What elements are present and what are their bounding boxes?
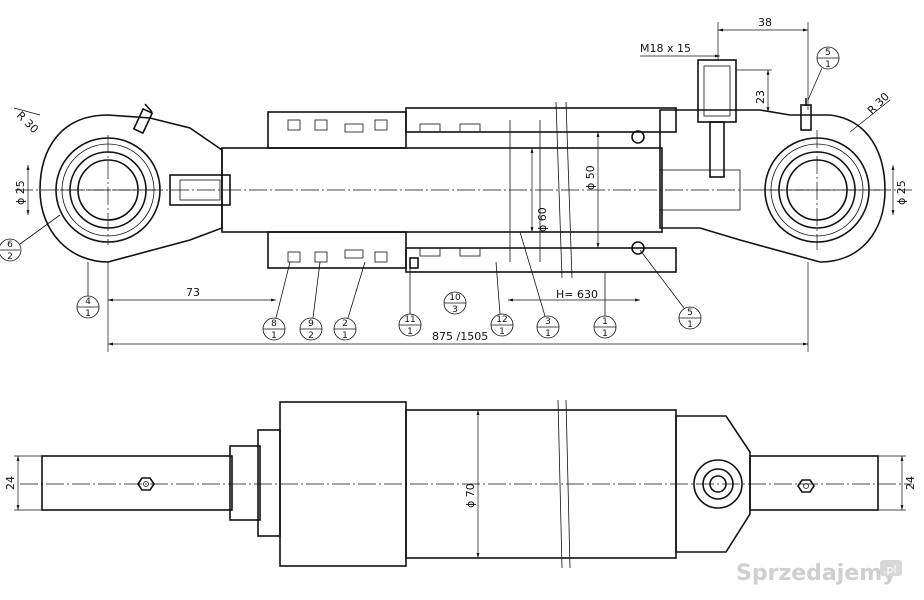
dim-d25-left: ϕ 25 (14, 180, 27, 205)
balloon-11-1: 11 1 (398, 268, 422, 337)
dim-23: 23 (754, 90, 767, 104)
dim-thread: M18 x 15 (640, 42, 691, 55)
svg-text:11: 11 (404, 315, 415, 325)
svg-text:5: 5 (825, 48, 831, 58)
left-eye (39, 103, 223, 263)
balloon-4-1: 4 1 (76, 262, 100, 319)
svg-text:1: 1 (825, 60, 831, 70)
svg-text:1: 1 (602, 317, 608, 327)
svg-text:1: 1 (499, 327, 505, 337)
svg-text:1: 1 (271, 331, 277, 341)
svg-text:2: 2 (342, 319, 348, 329)
left-clevis-bar (41, 455, 233, 511)
balloon-3-1: 3 1 (519, 231, 560, 339)
balloon-1-1: 1 1 (593, 272, 617, 339)
dimension-lines: R 30 ϕ 25 R 30 ϕ 25 ϕ 60 ϕ 50 M18 x 15 3… (14, 16, 908, 352)
svg-text:5: 5 (687, 308, 693, 318)
dim-73: 73 (186, 286, 200, 299)
svg-text:1: 1 (602, 329, 608, 339)
dim-38: 38 (758, 16, 772, 29)
svg-text:1: 1 (342, 331, 348, 341)
svg-text:2: 2 (308, 331, 314, 341)
dim-stroke: H= 630 (556, 288, 598, 301)
svg-text:1: 1 (407, 327, 413, 337)
dim-length: 875 /1505 (432, 330, 488, 343)
svg-text:3: 3 (545, 317, 551, 327)
dim-r30-left: R 30 (14, 109, 41, 136)
part-balloons: 6 2 4 1 8 1 9 2 (0, 46, 840, 341)
svg-text:8: 8 (271, 319, 277, 329)
balloon-6-2: 6 2 (0, 214, 61, 262)
watermark-suffix: .pl (883, 563, 897, 576)
svg-text:1: 1 (85, 309, 91, 319)
balloon-2-1: 2 1 (333, 261, 366, 341)
svg-text:4: 4 (85, 297, 91, 307)
balloon-9-2: 9 2 (299, 261, 323, 341)
dim-r30-right: R 30 (865, 90, 892, 117)
rear-clevis (675, 415, 751, 553)
balloon-12-1: 12 1 (490, 261, 514, 337)
dim-24-left: 24 (4, 476, 17, 490)
external-view: ϕ 70 24 24 (4, 399, 917, 569)
balloon-5-1-low: 5 1 (639, 249, 702, 330)
grease-nipple-left (132, 103, 154, 135)
svg-text:12: 12 (496, 315, 507, 325)
hydraulic-port (697, 59, 737, 178)
svg-text:9: 9 (308, 319, 314, 329)
svg-text:1: 1 (545, 329, 551, 339)
base-end (659, 59, 886, 263)
balloon-8-1: 8 1 (262, 261, 291, 341)
watermark: Sprzedajemy .pl (736, 560, 902, 586)
barrel (405, 101, 677, 279)
svg-text:10: 10 (449, 293, 461, 303)
dim-d60: ϕ 60 (536, 207, 549, 232)
svg-text:2: 2 (7, 252, 13, 262)
svg-text:3: 3 (452, 305, 458, 315)
dim-d25-right: ϕ 25 (895, 180, 908, 205)
grease-nipple-bottom-right (797, 479, 815, 493)
section-view: R 30 ϕ 25 R 30 ϕ 25 ϕ 60 ϕ 50 M18 x 15 3… (0, 16, 912, 352)
svg-text:1: 1 (687, 320, 693, 330)
grease-nipple-right (800, 98, 812, 131)
dim-d50: ϕ 50 (584, 165, 597, 190)
watermark-text: Sprzedajemy (736, 561, 897, 586)
svg-text:6: 6 (7, 240, 13, 250)
balloon-5-1-top: 5 1 (807, 46, 840, 101)
dim-24-right: 24 (904, 476, 917, 490)
right-clevis-bar (749, 455, 879, 511)
dim-d70: ϕ 70 (464, 483, 477, 508)
balloon-10-3: 10 3 (443, 291, 467, 315)
